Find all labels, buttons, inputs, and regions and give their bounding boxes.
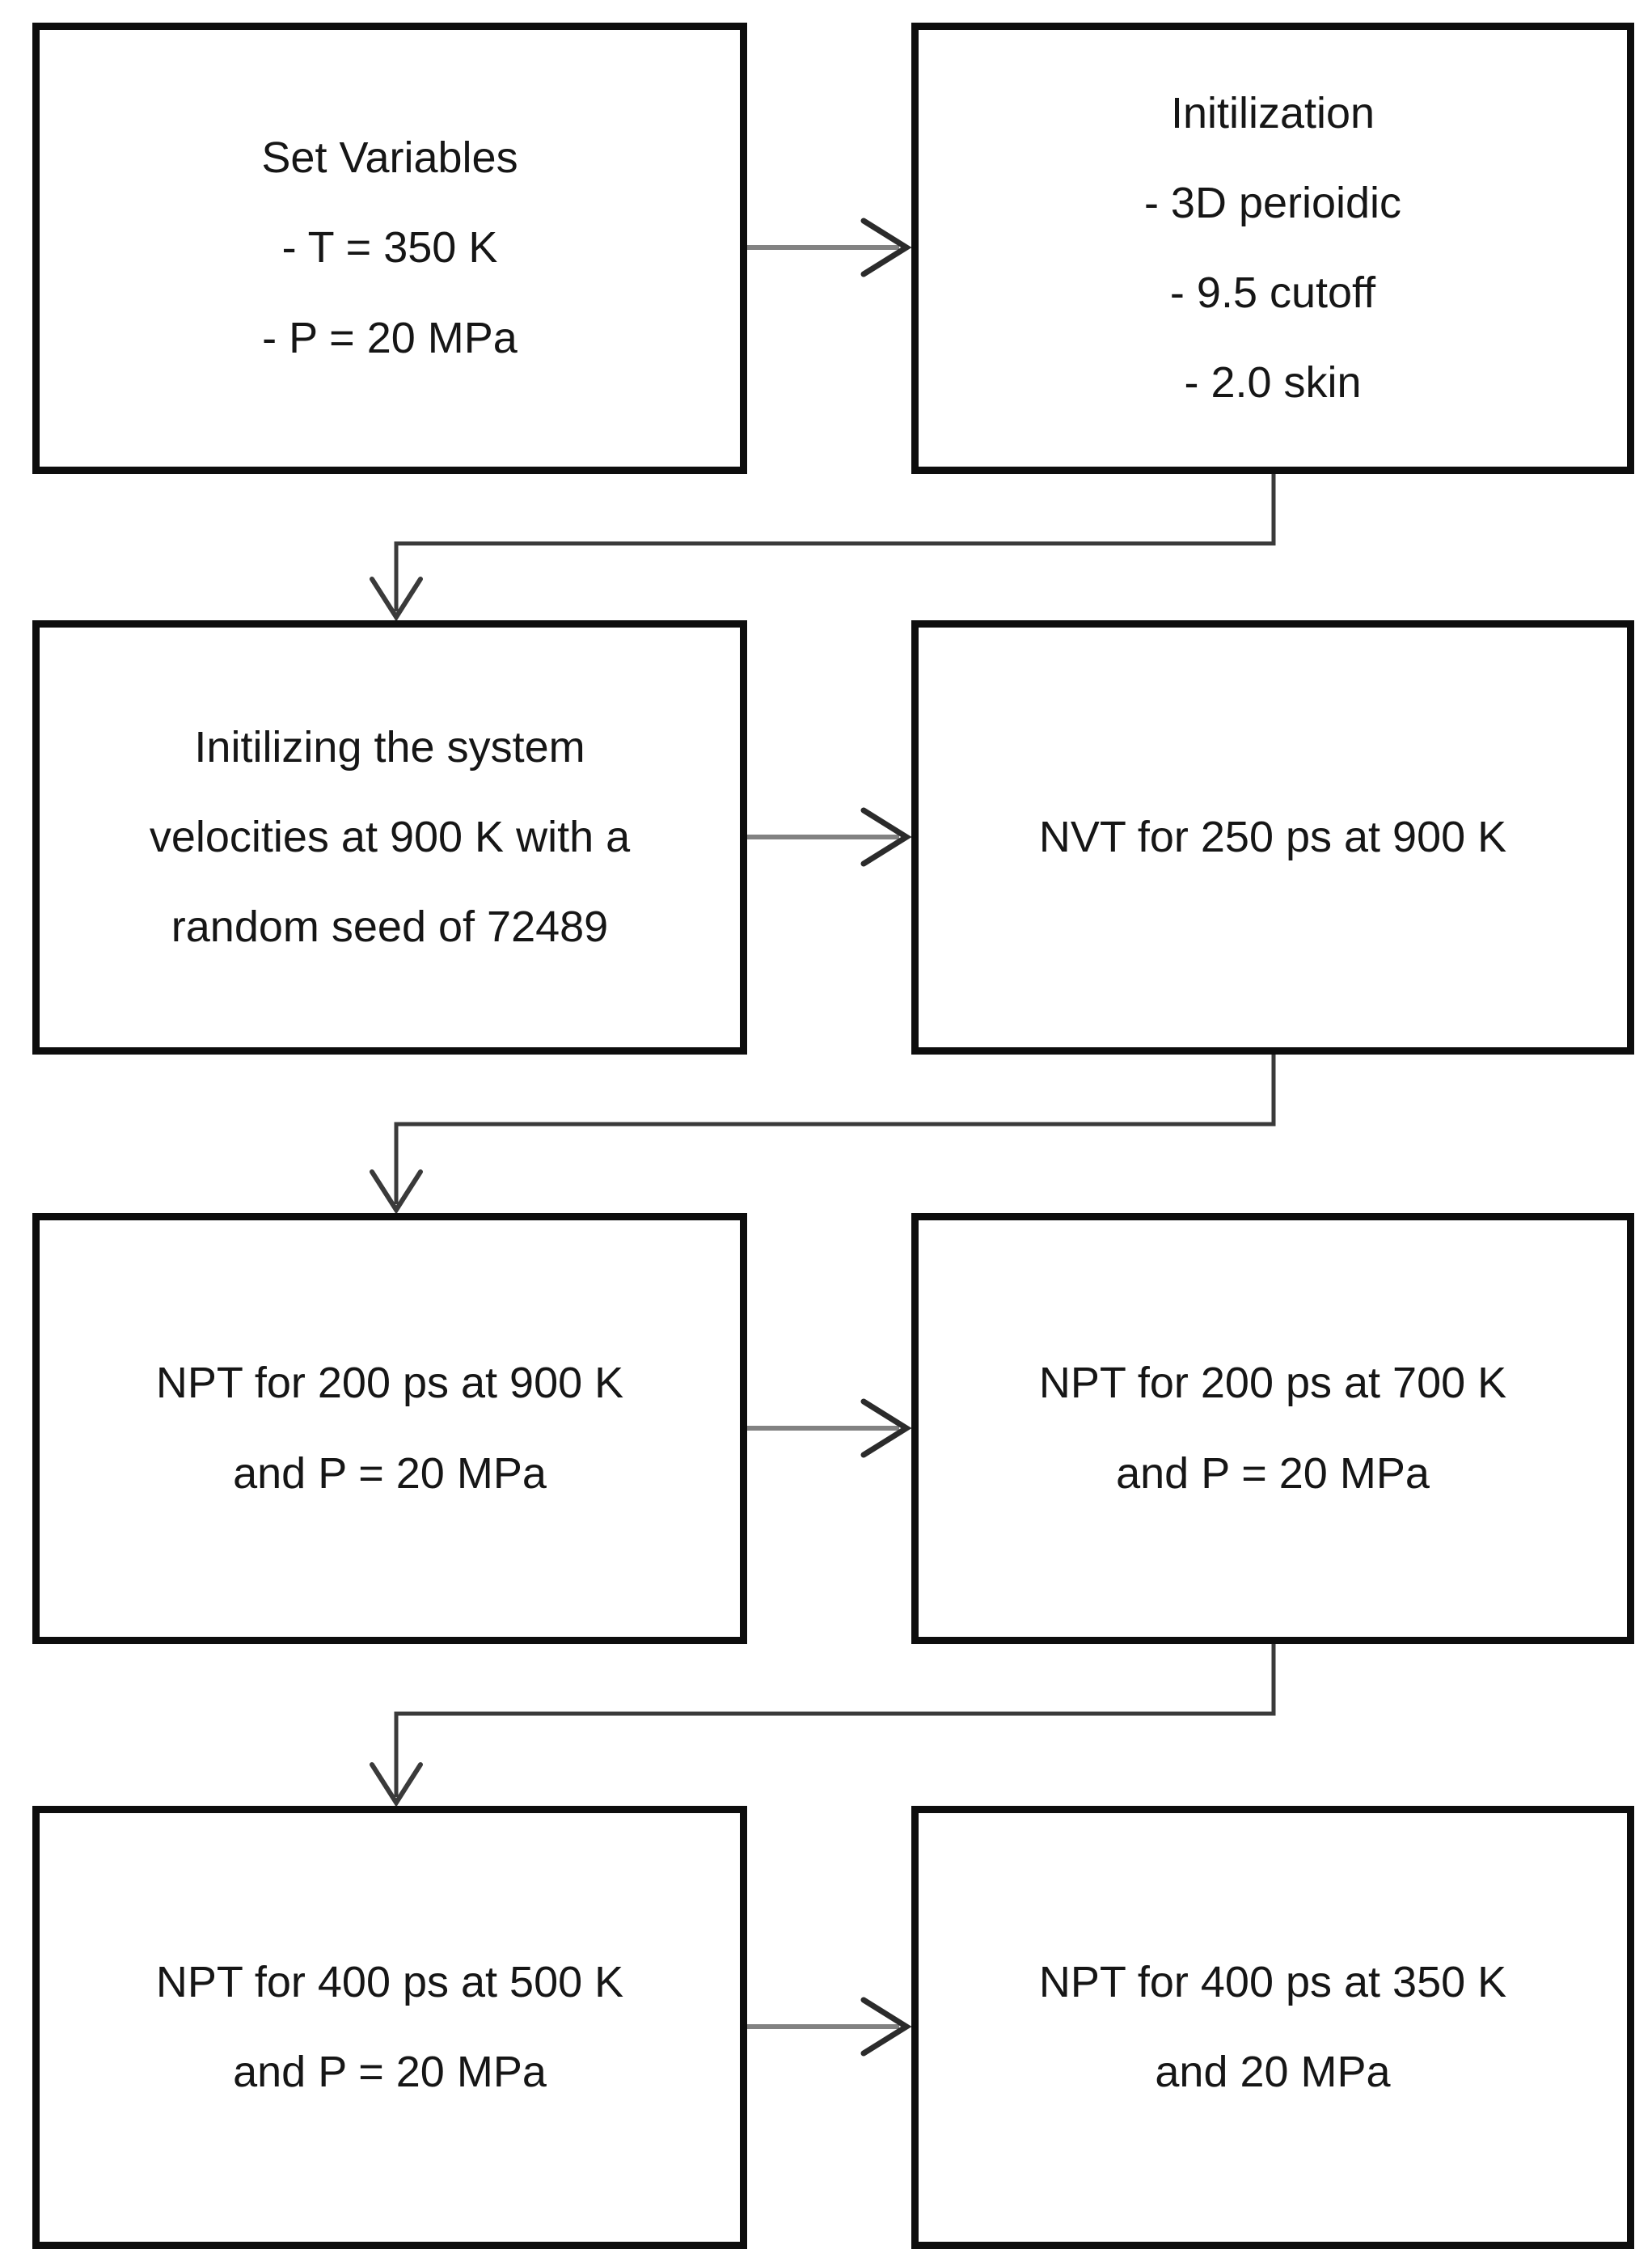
elbow-nvt-to-npt-900k (370, 1054, 1276, 1215)
down-arrowhead-icon (370, 577, 423, 622)
right-arrowhead-icon (860, 1398, 912, 1458)
box-text-line: NPT for 200 ps at 700 K (1038, 1359, 1507, 1408)
right-arrowhead-icon (860, 218, 912, 277)
box-text-line: NPT for 400 ps at 350 K (1038, 1957, 1507, 2006)
box-text-line: and P = 20 MPa (233, 1448, 547, 1498)
elbow-line (394, 1643, 1276, 1797)
flow-step-npt-200ps-700k: NPT for 200 ps at 700 K and P = 20 MPa (911, 1213, 1634, 1644)
box-text-line: random seed of 72489 (171, 903, 609, 952)
box-text-line: - T = 350 K (281, 223, 498, 273)
arrow-set-variables-to-initialization (746, 218, 912, 277)
box-text-line: - P = 20 MPa (262, 313, 518, 362)
arrow-npt-900k-to-npt-700k (746, 1398, 912, 1458)
box-text-line: and P = 20 MPa (1116, 1448, 1430, 1498)
right-arrowhead-icon (860, 1997, 912, 2057)
box-text-line: - 2.0 skin (1184, 358, 1362, 408)
flow-step-npt-400ps-500k: NPT for 400 ps at 500 K and P = 20 MPa (32, 1806, 747, 2249)
elbow-line (394, 473, 1276, 611)
flow-step-set-variables: Set Variables - T = 350 K - P = 20 MPa (32, 23, 747, 474)
flow-step-velocity-init: Initilizing the system velocities at 900… (32, 620, 747, 1055)
down-arrowhead-icon (370, 1169, 423, 1215)
elbow-initialization-to-velocity-init (370, 473, 1276, 622)
box-text-line: velocities at 900 K with a (149, 812, 631, 861)
box-text-line: Initilization (1170, 88, 1375, 137)
box-text-line: NPT for 200 ps at 900 K (155, 1359, 624, 1408)
box-text-line: Set Variables (261, 133, 518, 183)
flow-step-npt-400ps-350k: NPT for 400 ps at 350 K and 20 MPa (911, 1806, 1634, 2249)
box-text-line: and 20 MPa (1155, 2048, 1391, 2096)
box-text-line: - 3D perioidic (1143, 178, 1402, 227)
elbow-npt-700k-to-npt-500k (370, 1643, 1276, 1807)
arrow-npt-500k-to-npt-350k (746, 1997, 912, 2057)
box-text-line: NVT for 250 ps at 900 K (1038, 812, 1507, 861)
flow-step-npt-200ps-900k: NPT for 200 ps at 900 K and P = 20 MPa (32, 1213, 747, 1644)
flow-step-nvt-250ps-900k: NVT for 250 ps at 900 K (911, 620, 1634, 1055)
box-text-line: NPT for 400 ps at 500 K (155, 1957, 624, 2006)
box-text-line: Initilizing the system (194, 722, 585, 772)
elbow-line (394, 1054, 1276, 1204)
box-text-line: - 9.5 cutoff (1169, 268, 1376, 317)
flow-step-initialization: Initilization - 3D perioidic - 9.5 cutof… (911, 23, 1634, 474)
down-arrowhead-icon (370, 1762, 423, 1807)
arrow-velocity-init-to-nvt (746, 807, 912, 867)
box-text-line: and P = 20 MPa (233, 2048, 547, 2096)
right-arrowhead-icon (860, 807, 912, 867)
